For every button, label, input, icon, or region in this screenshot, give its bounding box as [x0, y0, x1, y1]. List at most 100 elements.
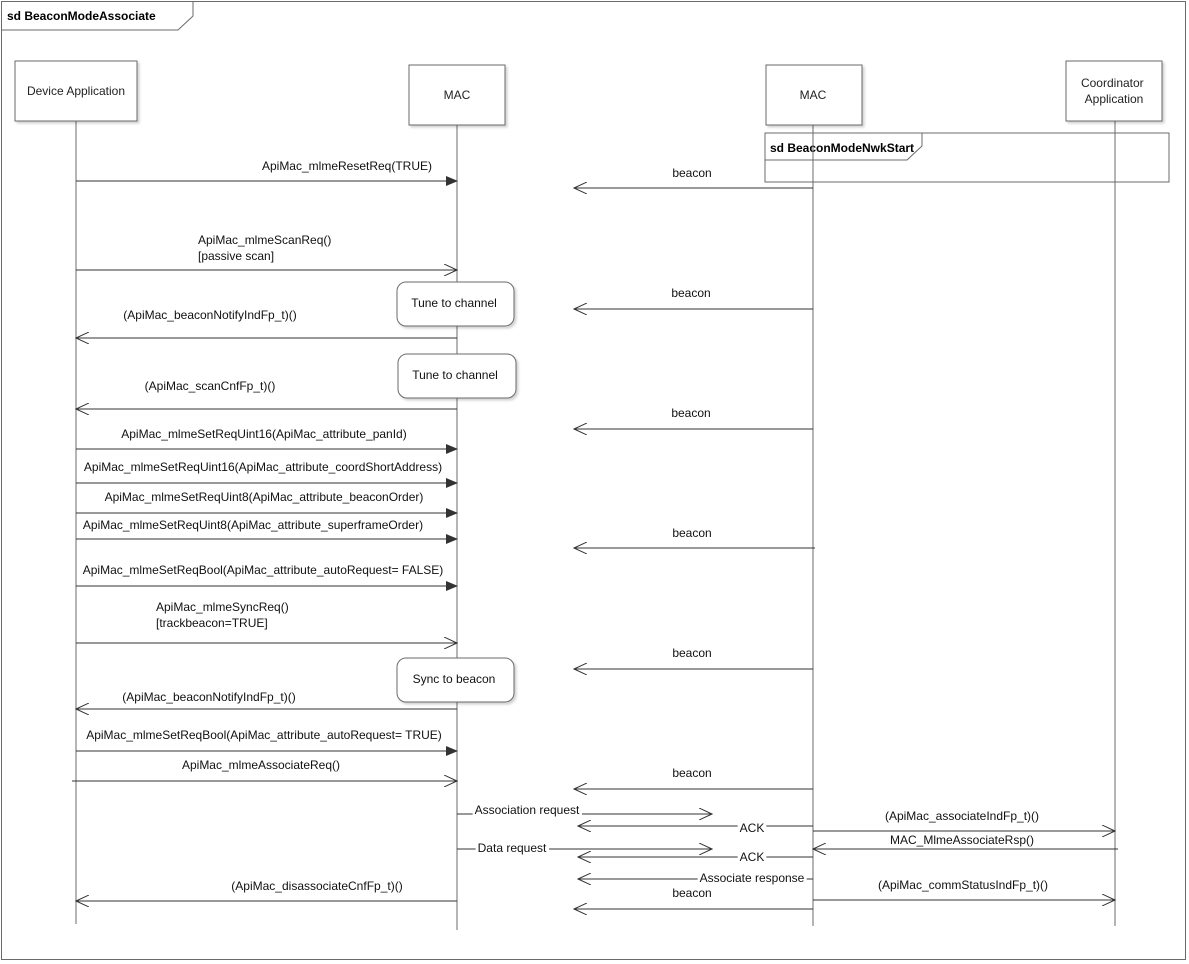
- message-label: ApiMac_mlmeSetReqUint16(ApiMac_attribute…: [121, 427, 406, 441]
- message-beacon-5: beacon: [574, 646, 813, 669]
- message-label: ApiMac_mlmeResetReq(TRUE): [262, 159, 432, 173]
- message-associate-ind: (ApiMac_associateIndFp_t)(): [813, 809, 1115, 831]
- message-label: MAC_MlmeAssociateRsp(): [890, 833, 1034, 847]
- message-label: ApiMac_mlmeSetReqUint8(ApiMac_attribute_…: [83, 518, 423, 532]
- inner-frame-tab: [764, 132, 923, 161]
- message-label-line: Association request: [475, 803, 580, 817]
- message-label: beacon: [672, 646, 711, 660]
- message-label: (ApiMac_beaconNotifyIndFp_t)(): [122, 690, 295, 704]
- message-label-line: (ApiMac_associateIndFp_t)(): [885, 809, 1039, 823]
- lifeline-coordinator-application-label: Coordinator Application: [1081, 76, 1147, 106]
- message-associate-rsp: MAC_MlmeAssociateRsp(): [813, 833, 1118, 849]
- lifeline-coordinator-mac-label: MAC: [800, 88, 827, 102]
- message-label-line: ApiMac_mlmeScanReq(): [198, 233, 331, 247]
- message-label: beacon: [672, 526, 711, 540]
- message-set-panid: ApiMac_mlmeSetReqUint16(ApiMac_attribute…: [76, 427, 458, 454]
- note-tune-to-channel-2: Tune to channel: [397, 353, 517, 399]
- message-label-line: beacon: [671, 406, 710, 420]
- message-label-line: ApiMac_mlmeSetReqUint16(ApiMac_attribute…: [84, 460, 442, 474]
- lifeline-device-mac-box: [408, 64, 506, 126]
- message-label-line: ApiMac_mlmeSetReqUint8(ApiMac_attribute_…: [83, 518, 423, 532]
- message-set-coord-short: ApiMac_mlmeSetReqUint16(ApiMac_attribute…: [76, 460, 458, 488]
- message-label-background: [737, 850, 767, 864]
- message-label: ApiMac_mlmeSetReqUint16(ApiMac_attribute…: [84, 460, 442, 474]
- message-label: beacon: [672, 766, 711, 780]
- message-label-line: MAC_MlmeAssociateRsp(): [890, 833, 1034, 847]
- message-label-line: Data request: [478, 841, 547, 855]
- message-set-auto-true: ApiMac_mlmeSetReqBool(ApiMac_attribute_a…: [76, 728, 458, 756]
- message-label-line: ACK: [740, 850, 765, 864]
- message-label: ApiMac_mlmeAssociateReq(): [182, 758, 340, 772]
- message-label-line: ApiMac_mlmeSetReqUint16(ApiMac_attribute…: [121, 427, 406, 441]
- message-label-background: [697, 871, 807, 885]
- message-label-line: beacon: [671, 286, 710, 300]
- message-beacon-2: beacon: [574, 286, 813, 309]
- message-label: ApiMac_mlmeSetReqBool(ApiMac_attribute_a…: [83, 563, 444, 577]
- message-beacon-1: beacon: [574, 166, 813, 188]
- message-label: ApiMac_mlmeSetReqBool(ApiMac_attribute_a…: [86, 728, 442, 742]
- message-set-superframe-order: ApiMac_mlmeSetReqUint8(ApiMac_attribute_…: [76, 518, 458, 544]
- inner-frame-title: sd BeaconModeNwkStart: [770, 141, 914, 155]
- lifeline-device-application-label-line: Device Application: [27, 84, 125, 98]
- lifeline-coordinator-application: Coordinator Application: [1065, 60, 1163, 122]
- message-label-line: beacon: [672, 766, 711, 780]
- message-sync-req: ApiMac_mlmeSyncReq() [trackbeacon=TRUE]: [76, 600, 457, 643]
- message-label-background: [475, 841, 550, 855]
- message-label-background: [472, 803, 583, 817]
- message-label-line: Associate response: [700, 871, 805, 885]
- messages-group: ApiMac_mlmeResetReq(TRUE)beaconApiMac_ml…: [72, 159, 1118, 909]
- message-label-line: (ApiMac_beaconNotifyIndFp_t)(): [122, 690, 295, 704]
- message-beacon-notify-1: (ApiMac_beaconNotifyIndFp_t)(): [76, 308, 457, 338]
- lifeline-device-application-label: Device Application: [27, 84, 125, 98]
- lifeline-coordinator-mac-label-line: MAC: [800, 88, 827, 102]
- outer-frame-title: sd BeaconModeAssociate: [7, 9, 156, 23]
- note-box: [397, 353, 517, 399]
- message-label-line: ApiMac_mlmeSetReqBool(ApiMac_attribute_a…: [83, 563, 444, 577]
- message-label-line: (ApiMac_scanCnfFp_t)(): [145, 379, 276, 393]
- message-set-beacon-order: ApiMac_mlmeSetReqUint8(ApiMac_attribute_…: [76, 490, 458, 518]
- message-label: Association request: [475, 803, 580, 817]
- note-text: Tune to channel: [411, 296, 497, 310]
- message-label: (ApiMac_beaconNotifyIndFp_t)(): [123, 308, 296, 322]
- message-scan-req: ApiMac_mlmeScanReq()[passive scan]: [76, 233, 457, 270]
- lifeline-device-mac-label: MAC: [444, 88, 471, 102]
- message-associate-req: ApiMac_mlmeAssociateReq(): [72, 758, 457, 781]
- message-label-line: [trackbeacon=TRUE]: [156, 616, 268, 630]
- message-label-line: ApiMac_mlmeSetReqBool(ApiMac_attribute_a…: [86, 728, 442, 742]
- lifeline-device-mac: MAC: [408, 64, 506, 126]
- message-label-line: beacon: [672, 646, 711, 660]
- lifeline-device-application-box: [14, 60, 138, 122]
- message-ack-1: ACK: [578, 821, 813, 835]
- lifeline-coordinator-application-label-line: Application: [1085, 92, 1144, 106]
- message-label: beacon: [671, 406, 710, 420]
- lifeline-coordinator-mac-box: [765, 64, 863, 126]
- message-label: (ApiMac_commStatusIndFp_t)(): [878, 878, 1048, 892]
- message-label-line: ApiMac_mlmeSyncReq(): [156, 600, 289, 614]
- message-label: ApiMac_mlmeSyncReq() [trackbeacon=TRUE]: [156, 600, 289, 630]
- lifeline-coordinator-mac: MAC: [765, 64, 863, 126]
- note-sync-to-beacon: Sync to beacon: [396, 657, 515, 703]
- message-label-line: ApiMac_mlmeSetReqUint8(ApiMac_attribute_…: [105, 490, 424, 504]
- message-ack-2: ACK: [578, 850, 813, 864]
- message-label: ACK: [740, 821, 765, 835]
- message-set-auto-false: ApiMac_mlmeSetReqBool(ApiMac_attribute_a…: [76, 563, 458, 591]
- note-tune-to-channel-1: Tune to channel: [396, 281, 515, 327]
- message-label: ACK: [740, 850, 765, 864]
- message-beacon-4: beacon: [574, 526, 815, 548]
- message-label-line: (ApiMac_beaconNotifyIndFp_t)(): [123, 308, 296, 322]
- lifeline-device-application: Device Application: [14, 60, 138, 122]
- message-label: ApiMac_mlmeSetReqUint8(ApiMac_attribute_…: [105, 490, 424, 504]
- message-beacon-notify-2: (ApiMac_beaconNotifyIndFp_t)(): [76, 690, 457, 709]
- message-label: Associate response: [700, 871, 805, 885]
- message-label-line: beacon: [672, 526, 711, 540]
- message-label: (ApiMac_scanCnfFp_t)(): [145, 379, 276, 393]
- lifeline-coordinator-application-box: [1065, 60, 1163, 122]
- message-label-line: ApiMac_mlmeAssociateReq(): [182, 758, 340, 772]
- message-reset-req: ApiMac_mlmeResetReq(TRUE): [76, 159, 458, 186]
- message-label-line: (ApiMac_disassociateCnfFp_t)(): [231, 879, 402, 893]
- message-label-line: ApiMac_mlmeResetReq(TRUE): [262, 159, 432, 173]
- message-beacon-3: beacon: [574, 406, 813, 429]
- message-comm-status-ind: (ApiMac_commStatusIndFp_t)(): [813, 878, 1115, 900]
- message-label: (ApiMac_associateIndFp_t)(): [885, 809, 1039, 823]
